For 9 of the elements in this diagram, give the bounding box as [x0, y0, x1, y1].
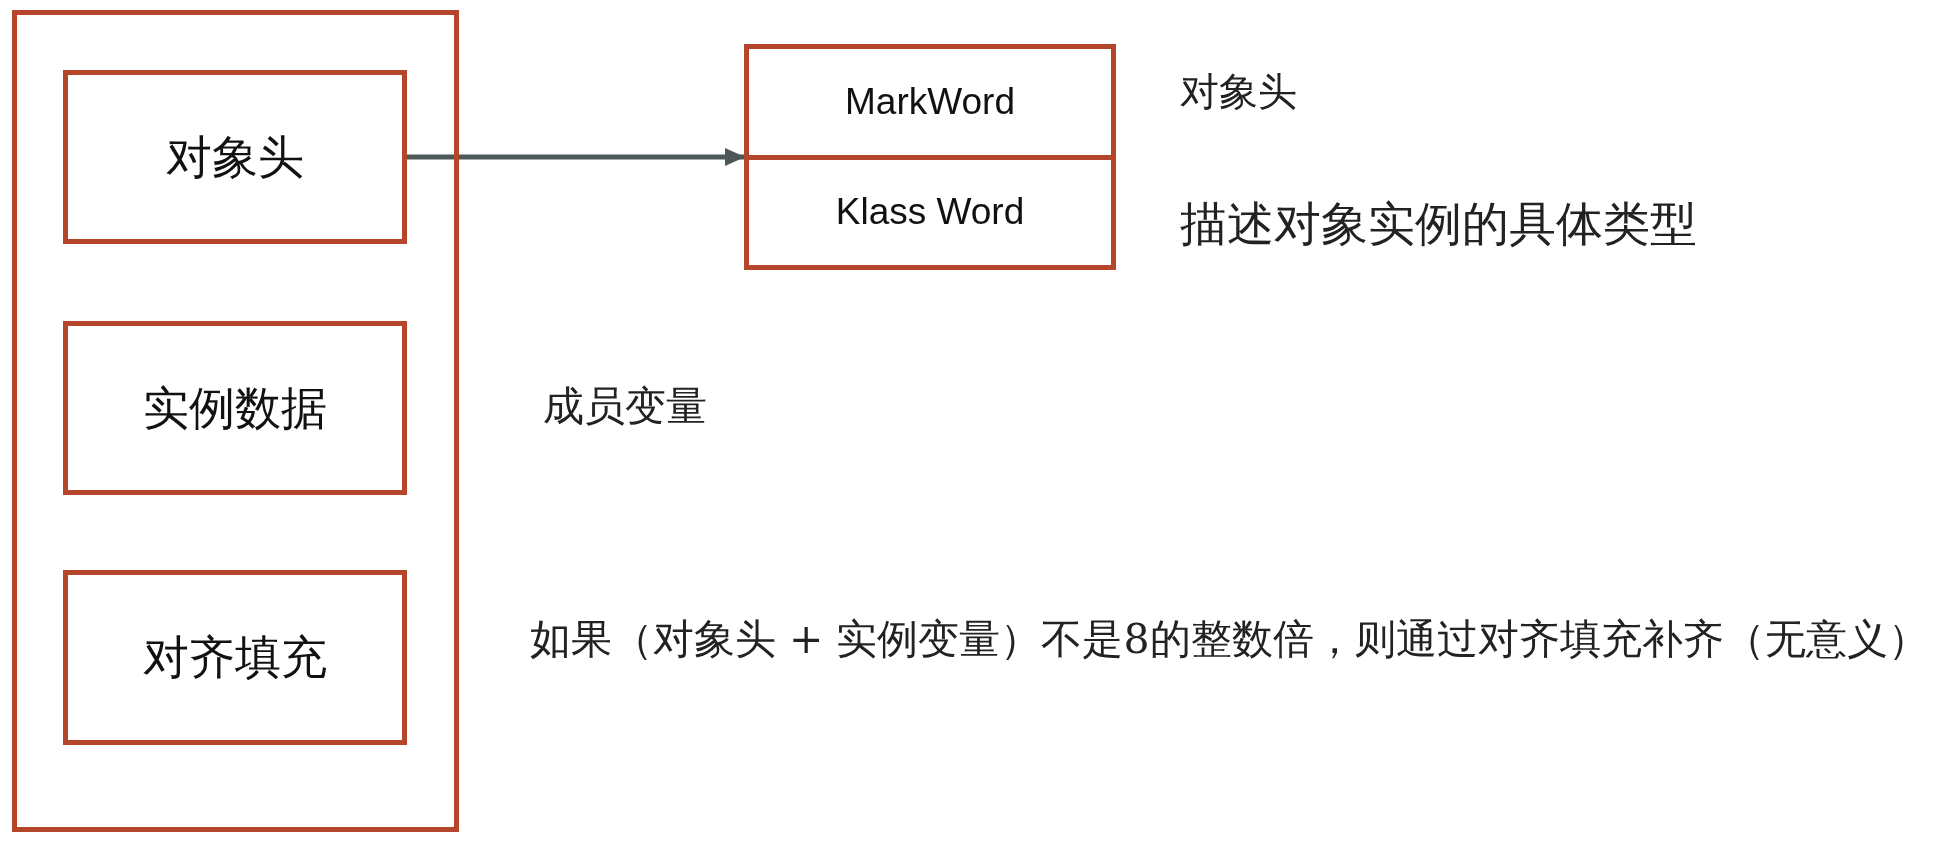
note-text: 成员变量	[543, 383, 707, 431]
arrow	[407, 148, 745, 166]
section-box: 对齐填充	[63, 570, 407, 745]
note-text: 描述对象实例的具体类型	[1180, 197, 1697, 252]
note-text: 对象头	[1180, 70, 1297, 115]
object-frame	[12, 10, 459, 832]
note-text: 如果（对象头 + 实例变量）不是8的整数倍，则通过对齐填充补齐（无意义）	[530, 616, 1929, 664]
section-box: 对象头	[63, 70, 407, 244]
section-box: 实例数据	[63, 321, 407, 495]
